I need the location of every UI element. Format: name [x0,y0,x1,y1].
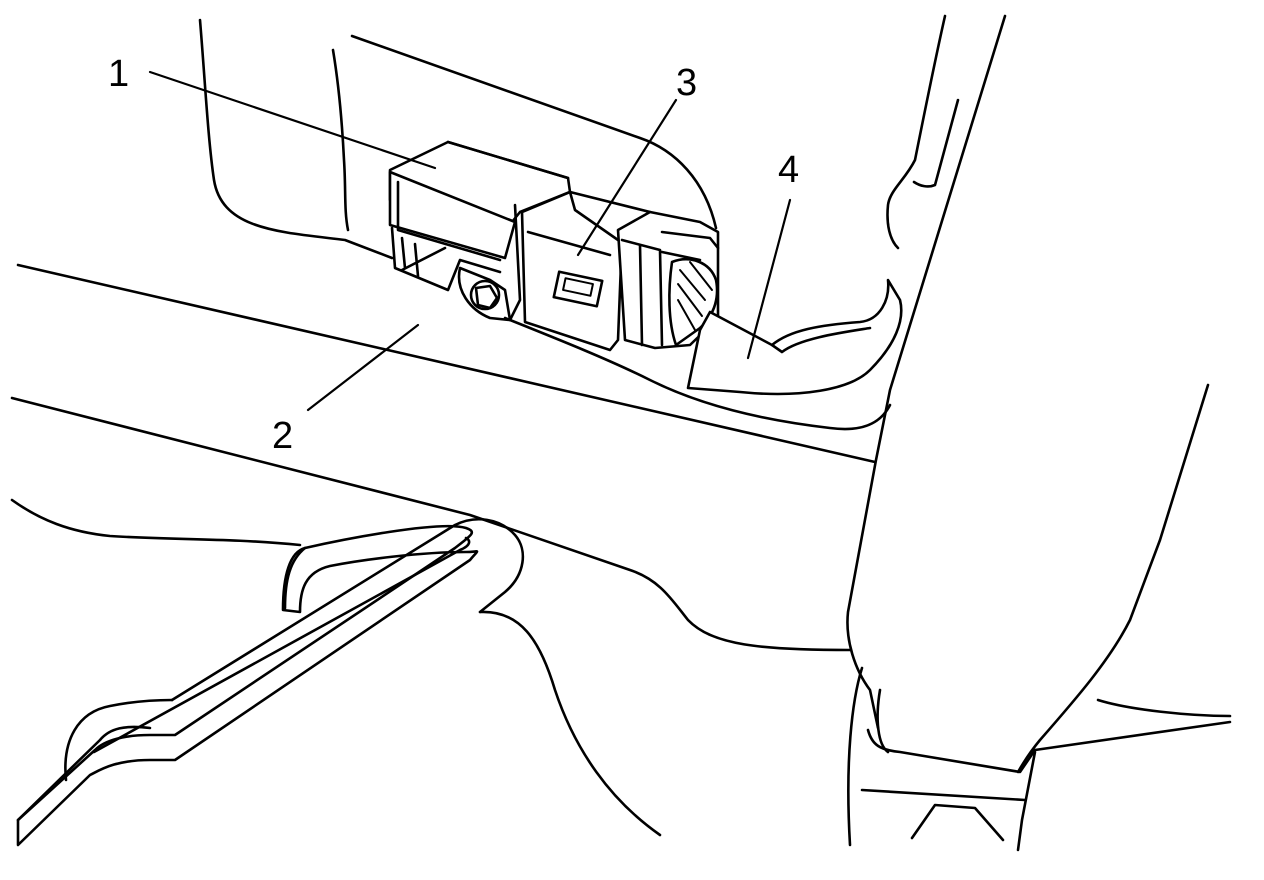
leader-2 [306,323,420,412]
pillar-trim-inner-edge [886,14,947,250]
callout-1: 1 [108,53,129,95]
leader-3 [576,98,678,257]
lower-trim-step [1096,698,1232,718]
sensor-mount-leg [390,226,502,292]
sill-edge-lower [10,396,852,652]
pillar-trim-right [1016,383,1210,774]
leader-1 [148,70,437,170]
seat-rail-top [170,518,525,702]
lower-bracket-bottom [860,788,1027,802]
sensor-bolt-hex [474,284,499,310]
sill-body-curve [503,316,892,431]
lower-trim-edge [876,688,890,754]
connector-assembly [388,140,903,396]
panel-wall-inner [331,48,350,232]
seat-rail-curl [478,610,662,837]
sensor-body-edge [396,180,502,262]
lower-bracket-notch [910,803,1005,842]
seat-rail-bend [283,546,307,610]
lower-bracket-left [847,666,864,847]
connector-lock-tab-inner [562,277,594,297]
wire-harness-edge [770,326,872,354]
pillar-trim-groove [912,98,960,188]
connector-boot-ribs [677,261,713,331]
seat-rail-outline [16,725,152,822]
callout-4: 4 [778,149,799,191]
sill-edge-upper [16,263,877,464]
sensor-bracket-top [446,140,570,180]
floor-contour-left [10,498,302,547]
background-structure [10,14,1232,852]
sensor-mount-leg-inner [400,236,447,278]
callout-3: 3 [676,62,697,104]
panel-wall-left [198,18,394,260]
upper-diagonal-edge [350,34,718,230]
sensor-bracket-side [508,203,522,322]
connector-collar-ridge [620,238,664,347]
callout-2: 2 [272,415,293,457]
sensor-bolt-bracket [457,266,512,322]
pillar-trim-outer [846,14,1007,730]
sensor-body [388,170,517,260]
connector-collar-ring [660,230,720,262]
callout-labels: 1 2 3 4 [108,53,799,457]
leader-4 [746,198,792,360]
connector-housing-edge [526,190,620,257]
seat-rail-top-inner [92,536,471,754]
callout-leaders [148,70,792,412]
seat-rail-loop [64,698,174,782]
seat-rail-tube [16,524,479,847]
wire-harness [686,278,903,396]
lower-bracket-right [1016,750,1037,852]
